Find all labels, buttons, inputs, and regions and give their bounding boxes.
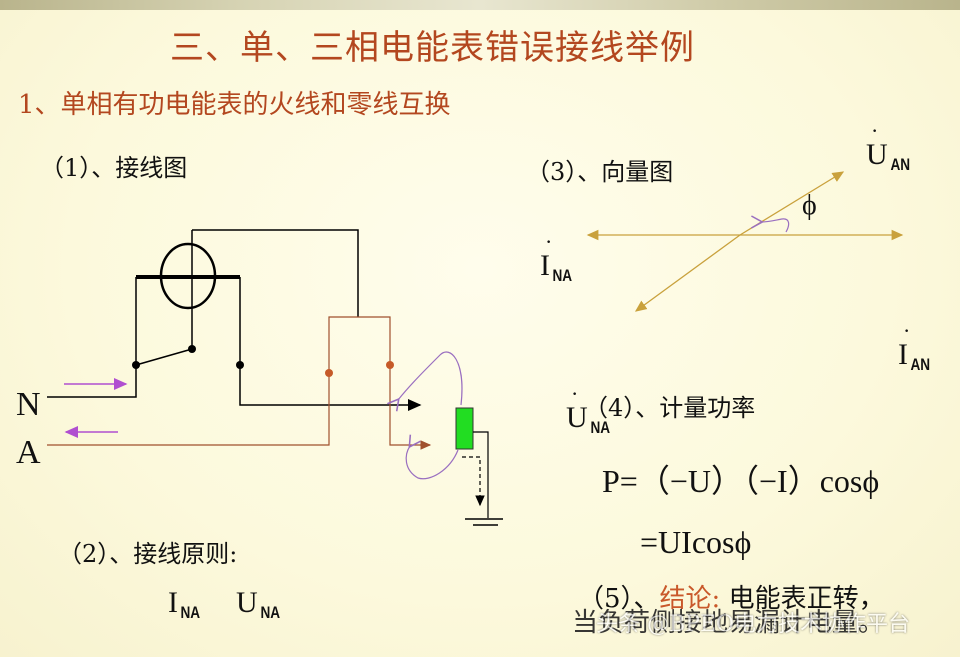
wire-n-in bbox=[47, 277, 137, 398]
symbol-main: I bbox=[898, 338, 908, 371]
vector-label-i-an: IAN bbox=[898, 318, 960, 375]
slide-title: 三、单、三相电能表错误接线举例 bbox=[170, 28, 695, 68]
symbol-main: U bbox=[236, 586, 258, 619]
symbol-sub: NA bbox=[180, 603, 201, 622]
symbol-sub: AN bbox=[890, 155, 910, 174]
section-wiring-diagram: （1）、接线图 bbox=[40, 154, 188, 182]
wire-voltage-top bbox=[192, 229, 359, 317]
vector-label-u-an: UAN bbox=[866, 118, 960, 175]
terminal-dot-2 bbox=[188, 345, 196, 353]
formula-line-1: P=（−U）（−I）cosϕ bbox=[602, 463, 880, 499]
vector-label-u-na: UNA bbox=[566, 381, 960, 438]
load-block bbox=[455, 407, 474, 450]
symbol-main: I bbox=[540, 249, 550, 282]
meter-symbol bbox=[136, 230, 240, 349]
wire-a-loop bbox=[47, 316, 430, 446]
symbol-main: U bbox=[566, 401, 588, 434]
conclusion-prefix: （5）、 bbox=[578, 584, 660, 614]
phi-label: ϕ bbox=[802, 190, 817, 221]
terminal-dot-brown-2 bbox=[386, 361, 394, 369]
wire-link bbox=[135, 348, 193, 366]
symbol-sub: NA bbox=[260, 603, 280, 622]
vector-diagram bbox=[586, 171, 904, 312]
watermark: 头条 @BPEO电力技术协作平台 bbox=[596, 612, 911, 637]
section-wiring-principle: （2）、接线原则: bbox=[58, 540, 238, 568]
formula-line-2: =UIcosϕ bbox=[640, 524, 752, 560]
vector-label-i-na: INA bbox=[540, 229, 960, 286]
terminal-dot-brown-1 bbox=[325, 369, 333, 377]
slide-top-bar bbox=[0, 0, 960, 10]
conclusion-continuation: 当负荷侧接地易漏计电量。 bbox=[572, 608, 885, 638]
phi-angle-arrow bbox=[761, 219, 790, 233]
leakage-dashed-path bbox=[462, 456, 485, 507]
symbol-sub: AN bbox=[910, 355, 931, 374]
current-curve-arrow-lower bbox=[405, 446, 459, 480]
symbol-sub: NA bbox=[552, 266, 573, 285]
load-ground-wire bbox=[473, 431, 489, 518]
symbol-sub: NA bbox=[590, 418, 610, 437]
symbol-main: I bbox=[168, 586, 178, 619]
meter-wiring bbox=[47, 229, 422, 411]
conclusion-text: 电能表正转， bbox=[728, 584, 885, 614]
vector-u-an bbox=[739, 171, 845, 236]
brown-wiring bbox=[47, 316, 430, 446]
vector-u-na bbox=[634, 234, 741, 312]
terminal-dot-3 bbox=[236, 361, 244, 369]
terminal-dot-1 bbox=[132, 361, 140, 369]
terminal-n-label: N bbox=[16, 386, 41, 423]
current-curve-arrow-upper bbox=[398, 351, 463, 405]
slide bbox=[0, 10, 960, 657]
slide-subtitle: 1、单相有功电能表的火线和零线互换 bbox=[18, 90, 451, 120]
symbol-main: U bbox=[866, 138, 888, 171]
conclusion-label: 结论: bbox=[659, 584, 721, 614]
section-vector-diagram: （3）、向量图 bbox=[526, 158, 674, 186]
conclusion: （5）、结论: 电能表正转， bbox=[578, 578, 885, 615]
wire-out bbox=[239, 277, 422, 411]
terminal-a-label: A bbox=[16, 434, 41, 471]
